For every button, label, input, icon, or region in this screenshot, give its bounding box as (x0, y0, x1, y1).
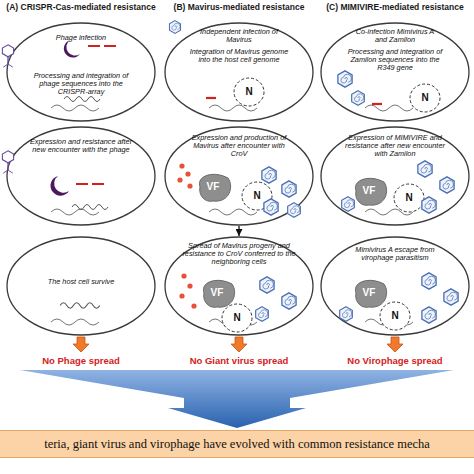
cell-membrane (321, 127, 469, 225)
node-label: VF (194, 181, 232, 193)
cell-circle: Expression and resistance after new enco… (6, 126, 156, 226)
cell-circle: The host cell survive (6, 236, 156, 336)
cell-membrane (165, 237, 313, 335)
panel-heading: (A) CRISPR-Cas-mediated resistance (6, 2, 156, 12)
step-caption: The host cell survive (36, 278, 126, 286)
node-label: VF (350, 185, 388, 197)
cell-membrane (7, 237, 155, 335)
viral-factory: VF (350, 176, 388, 206)
step-caption: Independent infection of Mavirus (194, 28, 284, 44)
cell-membrane (321, 237, 469, 335)
step-caption: Spread of Mavirus progeny and resistance… (182, 242, 296, 267)
nucleus-circle: N (222, 304, 252, 332)
viral-factory: VF (198, 278, 236, 308)
result-arrow (231, 337, 247, 352)
cell-circle: Spread of Mavirus progeny and resistance… (164, 236, 314, 336)
cell-circle: Independent infection of MavirusIntegrat… (164, 22, 314, 122)
step-caption: Co-infection Mimivirus A and Zamilon (350, 28, 440, 44)
cell-membrane (7, 127, 155, 225)
nucleus-outline (410, 84, 440, 112)
nucleus-circle: N (380, 302, 410, 330)
viral-factory: VF (350, 278, 388, 308)
node-label: VF (350, 287, 388, 299)
outcome-label: No Virophage spread (320, 355, 470, 367)
step-detail: Processing and integration of phage sequ… (28, 72, 134, 97)
nucleus-outline (394, 184, 424, 212)
converging-arrow (20, 370, 454, 428)
nucleus-circle: N (242, 182, 272, 210)
result-arrow (73, 337, 89, 352)
step-caption: Expression and resistance after new enco… (28, 138, 134, 154)
genome-strand (209, 209, 257, 215)
node-label: N (394, 192, 424, 204)
nucleus-outline (242, 182, 272, 210)
nucleus-circle: N (410, 84, 440, 112)
genome-strand (51, 319, 99, 325)
step-caption: Expression of MIMIVIRE and resistance af… (342, 134, 448, 159)
genome-strand (51, 105, 99, 111)
flow-arrow (238, 226, 239, 236)
outcome-label: No Giant virus spread (164, 355, 314, 367)
node-label: N (234, 86, 264, 98)
conclusion-banner: teria, giant virus and virophage have ev… (0, 430, 474, 458)
node-label: N (380, 310, 410, 322)
step-detail: Processing and integration of Zamilon se… (342, 48, 448, 73)
nucleus-outline (234, 78, 264, 106)
step-caption: Phage infection (36, 34, 126, 42)
nucleus-outline (222, 304, 252, 332)
cell-circle: Expression and production of Mavirus aft… (164, 126, 314, 226)
panel-heading: (B) Mavirus-mediated resistance (164, 2, 314, 12)
cell-membrane (165, 23, 313, 121)
node-label: N (410, 92, 440, 104)
cell-circle: Expression of MIMIVIRE and resistance af… (320, 126, 470, 226)
cell-circle: Phage infectionProcessing and integratio… (6, 22, 156, 122)
result-arrow (387, 337, 403, 352)
node-label: N (242, 190, 272, 202)
cell-membrane (165, 127, 313, 225)
cell-membrane (7, 23, 155, 121)
cell-membrane (321, 23, 469, 121)
conclusion-text: teria, giant virus and virophage have ev… (0, 436, 474, 452)
virophage-symbol (169, 21, 180, 34)
node-label: VF (198, 287, 236, 299)
node-label: N (222, 312, 252, 324)
panel-heading: (C) MIMIVIRE-mediated resistance (320, 2, 470, 12)
viral-factory: VF (194, 172, 232, 202)
outcome-label: No Phage spread (6, 355, 156, 367)
cell-circle: Co-infection Mimivirus A and ZamilonProc… (320, 22, 470, 122)
nucleus-outline (380, 302, 410, 330)
genome-strand (365, 105, 413, 111)
nucleus-circle: N (394, 184, 424, 212)
cell-circle: Mimivirus A escape from virophage parasi… (320, 236, 470, 336)
step-caption: Mimivirus A escape from virophage parasi… (342, 246, 448, 262)
genome-strand (51, 209, 99, 215)
step-caption: Expression and production of Mavirus aft… (186, 134, 292, 159)
nucleus-circle: N (234, 78, 264, 106)
step-detail: Integration of Mavirus genome into the h… (186, 48, 292, 64)
